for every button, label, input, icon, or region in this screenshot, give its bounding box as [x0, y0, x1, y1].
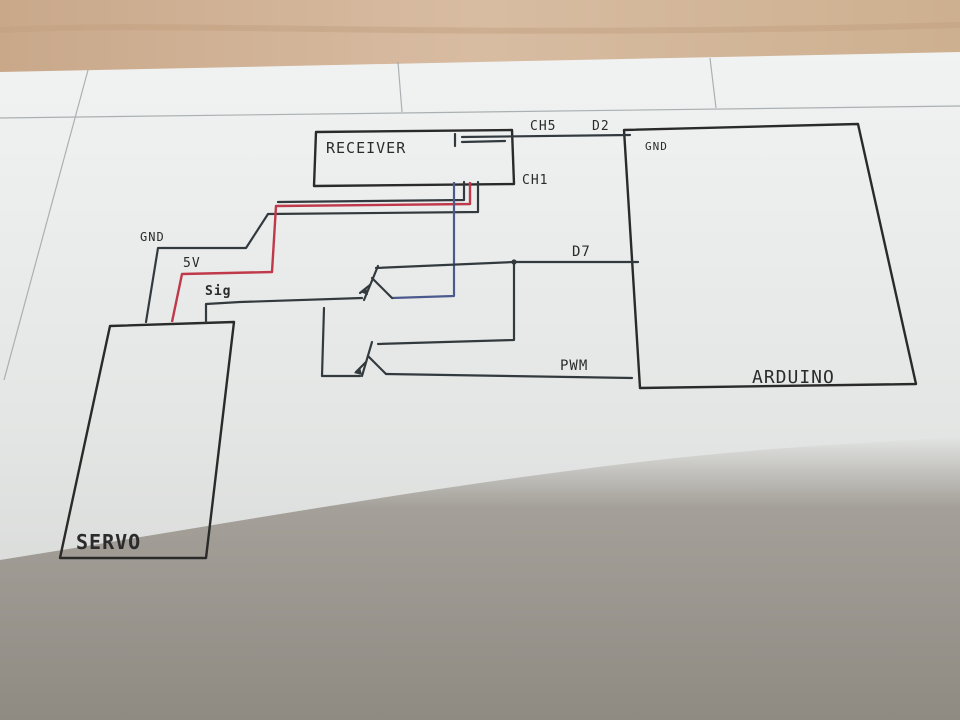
arduino-label: ARDUINO [752, 367, 835, 388]
receiver-label: RECEIVER [326, 139, 406, 157]
ch5-to-d2-wire [460, 133, 632, 139]
gnd-wire [144, 180, 480, 324]
paper-grid [0, 57, 960, 381]
receiver-box [312, 128, 516, 188]
d7-label: D7 [572, 244, 591, 260]
pwm-wire [384, 372, 634, 380]
transistor-2 [354, 340, 388, 378]
transistor-link-wire [320, 306, 362, 378]
servo-gnd-label: GND [140, 230, 165, 244]
ch1-signal-wire [391, 182, 456, 300]
arduino-box [622, 122, 918, 390]
servo-sig-label: Sig [205, 284, 231, 299]
5v-wire [170, 182, 472, 323]
servo-5v-label: 5V [183, 256, 201, 271]
receiver-pin-mark-2 [460, 139, 507, 144]
servo-label: SERVO [76, 530, 141, 554]
pwm-label: PWM [560, 358, 588, 374]
hand-shadow [0, 436, 960, 720]
wood-grain [0, 22, 960, 34]
servo-box [58, 320, 236, 560]
d7-drop-wire [376, 260, 516, 346]
5v-wire-outline [276, 180, 466, 204]
ch1-label: CH1 [522, 173, 548, 188]
transistor-1 [358, 264, 394, 302]
arduino-gnd-label: GND [645, 140, 668, 153]
d2-label: D2 [592, 119, 610, 134]
sig-wire [204, 296, 364, 324]
ch5-label: CH5 [530, 119, 556, 134]
